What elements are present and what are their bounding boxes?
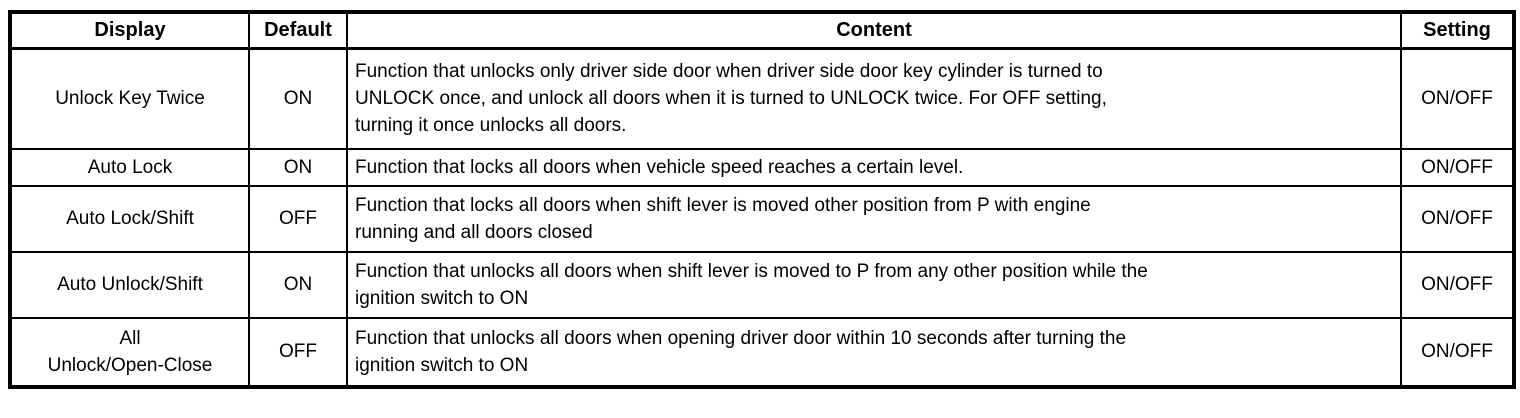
setting-cell: ON/OFF bbox=[1400, 147, 1515, 187]
table-row-unlock-key-twice: Unlock Key Twice ON Function that unlock… bbox=[9, 47, 1515, 150]
header-row: Display Default Content Setting bbox=[9, 11, 1515, 50]
default-cell: OFF bbox=[248, 316, 348, 388]
content-cell: Function that locks all doors when shift… bbox=[346, 184, 1402, 253]
table-row-auto-lock: Auto Lock ON Function that locks all doo… bbox=[9, 147, 1515, 187]
default-cell: ON bbox=[248, 250, 348, 319]
display-cell: Auto Lock bbox=[9, 147, 250, 187]
column-header-content: Content bbox=[346, 11, 1402, 50]
door-lock-settings-table: Display Default Content Setting Unlock K… bbox=[8, 10, 1516, 389]
default-cell: ON bbox=[248, 47, 348, 150]
column-header-display: Display bbox=[9, 11, 250, 50]
content-cell: Function that unlocks only driver side d… bbox=[346, 47, 1402, 150]
setting-cell: ON/OFF bbox=[1400, 47, 1515, 150]
display-cell: All Unlock/Open-Close bbox=[9, 316, 250, 388]
setting-cell: ON/OFF bbox=[1400, 250, 1515, 319]
table-row-auto-unlock-shift: Auto Unlock/Shift ON Function that unloc… bbox=[9, 250, 1515, 319]
content-cell: Function that unlocks all doors when ope… bbox=[346, 316, 1402, 388]
column-header-default: Default bbox=[248, 11, 348, 50]
display-cell: Auto Lock/Shift bbox=[9, 184, 250, 253]
display-cell: Unlock Key Twice bbox=[9, 47, 250, 150]
default-cell: ON bbox=[248, 147, 348, 187]
table-row-auto-lock-shift: Auto Lock/Shift OFF Function that locks … bbox=[9, 184, 1515, 253]
content-cell: Function that unlocks all doors when shi… bbox=[346, 250, 1402, 319]
display-cell: Auto Unlock/Shift bbox=[9, 250, 250, 319]
table-row-all-unlock-open-close: All Unlock/Open-Close OFF Function that … bbox=[9, 316, 1515, 388]
setting-cell: ON/OFF bbox=[1400, 316, 1515, 388]
content-cell: Function that locks all doors when vehic… bbox=[346, 147, 1402, 187]
default-cell: OFF bbox=[248, 184, 348, 253]
column-header-setting: Setting bbox=[1400, 11, 1515, 50]
setting-cell: ON/OFF bbox=[1400, 184, 1515, 253]
